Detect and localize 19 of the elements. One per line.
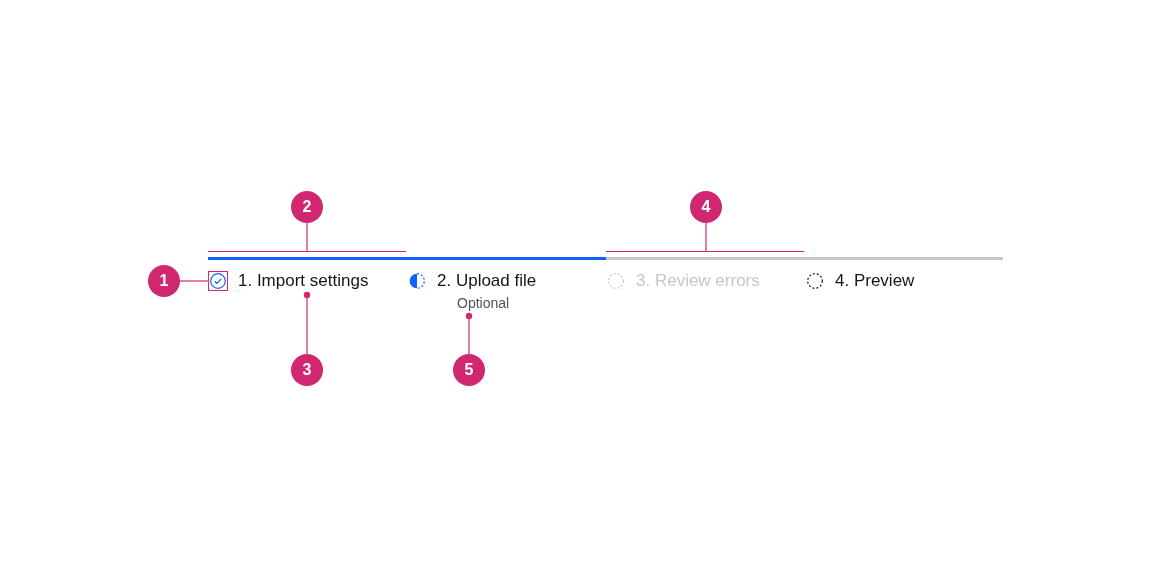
- helper-text: Optional: [457, 293, 510, 313]
- leader-line: [179, 280, 209, 282]
- progress-bar-segment: [208, 257, 406, 260]
- callout-number: 5: [453, 354, 485, 386]
- progress-bar-segment: [804, 257, 1003, 260]
- leader-line: [303, 291, 311, 355]
- callout-number: 2: [291, 191, 323, 223]
- step-label: 4. Preview: [835, 270, 915, 292]
- leader-line: [306, 222, 308, 252]
- leader-line: [465, 312, 473, 355]
- step-label: 1. Import settings: [238, 269, 369, 293]
- callout-number: 1: [148, 265, 180, 297]
- step-label: 2. Upload file: [437, 270, 537, 292]
- progress-bar-segment: [406, 257, 606, 260]
- leader-line: [705, 222, 707, 252]
- callout-number: 3: [291, 354, 323, 386]
- step-label: 3. Review errors: [636, 270, 760, 292]
- progress-bar-segment: [606, 257, 804, 260]
- callout-number: 4: [690, 191, 722, 223]
